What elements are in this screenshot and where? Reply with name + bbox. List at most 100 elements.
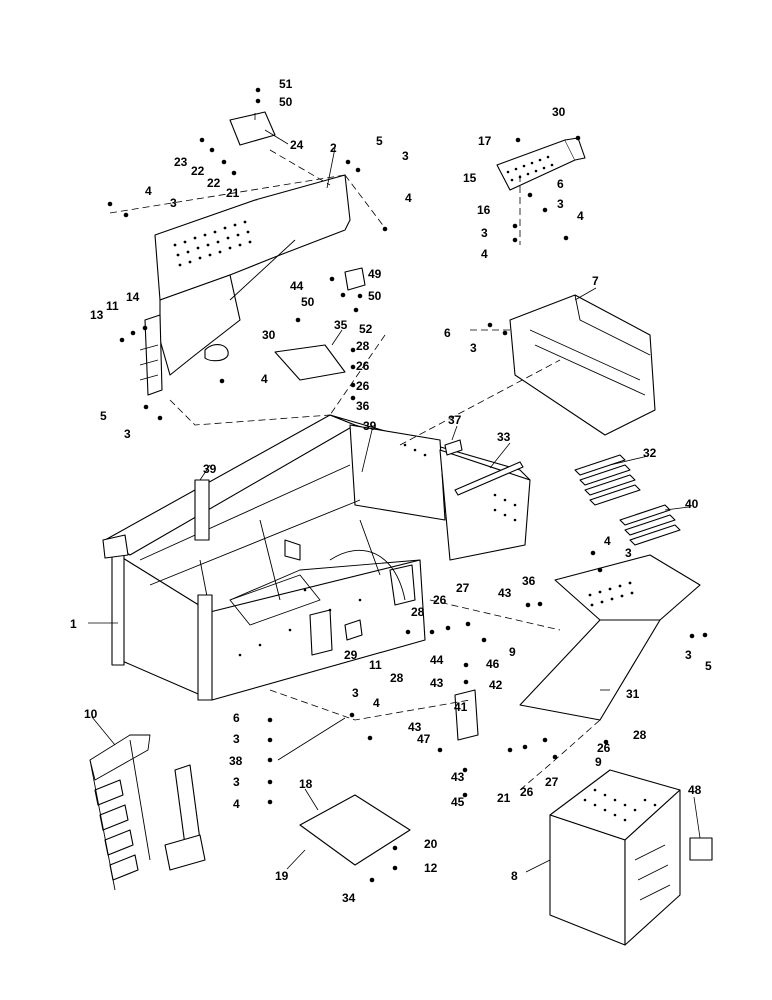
callout-3f: 3: [470, 341, 477, 355]
callout-36b: 36: [522, 574, 536, 588]
callout-43c: 43: [408, 720, 422, 734]
callout-4f: 4: [604, 534, 611, 548]
decal: [689, 837, 713, 861]
callout-33: 33: [497, 430, 511, 444]
cover-plate: [229, 111, 276, 146]
callout-39b: 39: [203, 462, 217, 476]
callout-19: 19: [275, 869, 289, 883]
callout-3k: 3: [233, 775, 240, 789]
callout-3e: 3: [481, 226, 488, 240]
callout-4e: 4: [481, 247, 488, 261]
callout-37: 37: [448, 413, 462, 427]
callout-22: 22: [191, 164, 205, 178]
callout-4d: 4: [577, 209, 584, 223]
callout-17: 17: [478, 134, 492, 148]
callout-3b: 3: [170, 196, 177, 210]
callout-27b: 27: [545, 775, 559, 789]
main-frame: [102, 414, 531, 701]
bracket: [344, 267, 366, 291]
callout-52: 52: [359, 322, 373, 336]
callout-43d: 43: [451, 770, 465, 784]
callout-40: 40: [685, 497, 699, 511]
callout-41: 41: [454, 700, 468, 714]
callout-30b: 30: [552, 105, 566, 119]
callout-29: 29: [344, 648, 358, 662]
callout-32: 32: [643, 446, 657, 460]
callout-51: 51: [279, 77, 293, 91]
callout-1: 1: [70, 617, 77, 631]
callout-3d: 3: [557, 197, 564, 211]
callout-21: 21: [226, 186, 240, 200]
callout-50b: 50: [301, 295, 315, 309]
callout-11: 11: [106, 299, 119, 313]
callout-4c: 4: [261, 372, 268, 386]
callout-3c: 3: [124, 427, 131, 441]
callout-49: 49: [368, 267, 382, 281]
callout-28: 28: [356, 339, 370, 353]
callout-26b: 26: [356, 379, 370, 393]
callout-16: 16: [477, 203, 491, 217]
right-fender-assembly: [519, 554, 701, 721]
callout-9b: 9: [595, 755, 602, 769]
callout-11b: 11: [369, 658, 382, 672]
mounting-bracket: [454, 689, 479, 741]
callout-5c: 5: [705, 659, 712, 673]
callout-6c: 6: [233, 711, 240, 725]
callout-48: 48: [688, 783, 702, 797]
callout-3j: 3: [233, 732, 240, 746]
callout-39: 39: [363, 419, 377, 433]
callout-5b: 5: [100, 409, 107, 423]
tie-rod: [277, 717, 346, 761]
callout-28c: 28: [390, 671, 404, 685]
callout-23: 23: [174, 155, 188, 169]
step-bracket-upper-right: [496, 137, 586, 191]
callout-27: 27: [456, 581, 470, 595]
tread-strips: [444, 439, 681, 546]
callout-14: 14: [126, 290, 140, 304]
step-box: [549, 769, 681, 946]
callout-42: 42: [489, 678, 503, 692]
callout-4h: 4: [233, 797, 240, 811]
callout-50c: 50: [368, 289, 382, 303]
small-plate: [344, 619, 363, 641]
callout-18: 18: [299, 777, 313, 791]
callout-30: 30: [262, 328, 276, 342]
tread-pattern-left: [173, 220, 252, 267]
callout-3: 3: [402, 149, 409, 163]
floor-plate: [299, 794, 411, 866]
callout-2: 2: [330, 141, 337, 155]
callout-9: 9: [509, 645, 516, 659]
hardware-fasteners: [107, 87, 708, 883]
callout-4b: 4: [145, 184, 152, 198]
callout-8: 8: [511, 869, 518, 883]
callout-26c: 26: [433, 593, 447, 607]
callout-50: 50: [279, 95, 293, 109]
callout-28d: 28: [633, 728, 647, 742]
callout-31: 31: [626, 687, 640, 701]
callout-44b: 44: [430, 653, 444, 667]
callout-5: 5: [376, 134, 383, 148]
callout-45: 45: [451, 795, 465, 809]
callout-38: 38: [229, 754, 243, 768]
callout-21b: 21: [497, 791, 511, 805]
callout-10: 10: [84, 707, 98, 721]
callout-3g: 3: [625, 546, 632, 560]
handle-bracket: [274, 344, 346, 381]
front-grille: [509, 294, 656, 436]
callout-4g: 4: [373, 696, 380, 710]
callout-7: 7: [592, 274, 599, 288]
callout-44: 44: [290, 279, 304, 293]
callout-3h: 3: [685, 648, 692, 662]
callout-24: 24: [290, 138, 304, 152]
callout-3i: 3: [352, 686, 359, 700]
callout-26e: 26: [520, 785, 534, 799]
callout-labels: 51 50 24 23 22 22 21 2 5 3 4 4 3 44 50 4…: [70, 77, 712, 905]
left-fender-assembly: [139, 174, 351, 396]
callout-46: 46: [486, 657, 500, 671]
assembly-lines: [109, 110, 601, 791]
callout-26: 26: [356, 359, 370, 373]
callout-28b: 28: [411, 605, 425, 619]
callout-6b: 6: [444, 326, 451, 340]
callout-13: 13: [90, 308, 104, 322]
